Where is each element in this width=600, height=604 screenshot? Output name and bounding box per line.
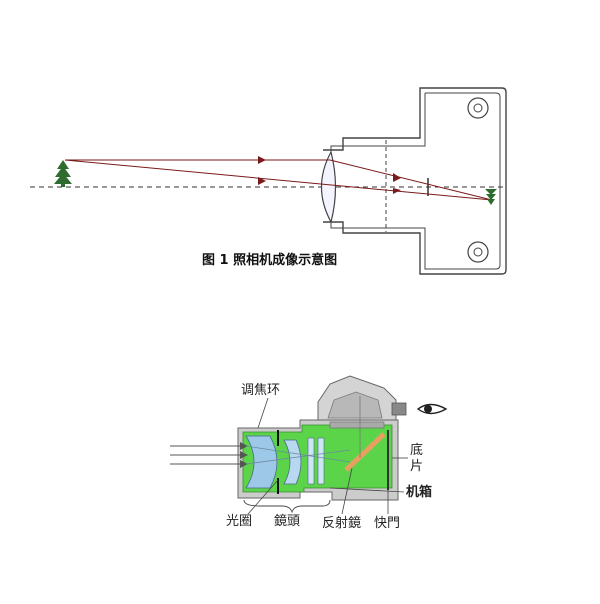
leader-focus-ring — [257, 397, 269, 429]
figure-1-camera-schematic — [30, 87, 507, 275]
eye-icon — [416, 403, 448, 415]
ray-arrow-2 — [258, 177, 266, 185]
green-optical-chamber — [242, 424, 393, 493]
leader-camera-body — [329, 487, 405, 493]
label-camera-body: 机箱 — [406, 485, 433, 500]
rear-lens-element-2 — [317, 437, 325, 485]
label-film-2: 片 — [410, 459, 424, 474]
inner-ray-1 — [245, 445, 351, 463]
pentaprism — [327, 391, 383, 419]
figure-1-caption: 图 1 照相机成像示意图 — [202, 253, 338, 268]
camera-inner-top — [330, 93, 426, 160]
lens-barrel — [323, 87, 507, 275]
lens-brace — [243, 499, 331, 514]
camera-inner-outline — [330, 92, 501, 270]
bottom-knob-icon — [467, 241, 489, 263]
ray-arrow-1 — [258, 156, 266, 164]
figure-2-slr-cross-section — [170, 375, 448, 515]
reflex-mirror — [344, 432, 386, 472]
label-aperture: 光圈 — [226, 514, 253, 529]
mid-lens-element — [283, 439, 302, 485]
tree-object-icon — [54, 160, 72, 187]
ray-arrow-3 — [393, 173, 401, 182]
convex-lens — [321, 150, 337, 224]
top-knob-icon — [467, 97, 489, 119]
leader-mirror — [341, 467, 353, 515]
inner-ray-2 — [245, 449, 351, 465]
eyepiece — [391, 402, 407, 416]
leader-aperture — [247, 479, 279, 515]
ray-top-refracted — [329, 159, 493, 201]
rear-lens-element-1 — [307, 437, 315, 485]
ray-center — [64, 159, 493, 201]
focusing-screen — [329, 421, 385, 429]
label-mirror: 反射鏡 — [322, 516, 362, 531]
label-focus-ring: 调焦环 — [241, 383, 281, 398]
label-shutter: 快門 — [374, 516, 401, 531]
label-lens: 鏡頭 — [274, 514, 301, 529]
ray-arrow-4 — [393, 188, 401, 194]
label-film-1: 底 — [410, 443, 424, 458]
inverted-tree-image-icon — [485, 189, 497, 205]
